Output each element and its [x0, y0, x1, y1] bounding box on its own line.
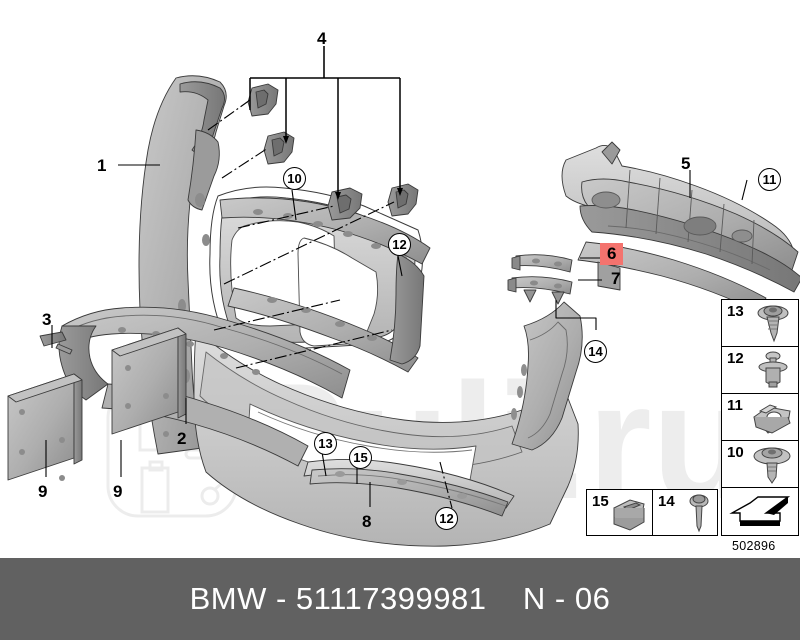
callout-3[interactable]: 3: [42, 310, 52, 329]
legend-cell-11[interactable]: 11: [722, 394, 798, 441]
legend-cell-10[interactable]: 10: [722, 441, 798, 488]
callout-8[interactable]: 8: [362, 512, 372, 531]
callout-1[interactable]: 1: [97, 156, 107, 175]
legend-cell-arrow[interactable]: [722, 488, 798, 535]
callout-12-bottom[interactable]: 12: [435, 507, 458, 530]
callout-11[interactable]: 11: [758, 168, 781, 191]
callout-14[interactable]: 14: [584, 340, 607, 363]
callout-13[interactable]: 13: [314, 432, 337, 455]
hex-bolt-icon: [689, 494, 709, 532]
legend-number-13: 13: [727, 303, 744, 320]
footer-part-label: BMW - 51117399981 N - 06: [189, 581, 611, 616]
legend-cell-15[interactable]: 15: [587, 490, 653, 535]
legend-number-14: 14: [658, 493, 675, 510]
legend-cell-14[interactable]: 14: [653, 490, 717, 535]
diagram-canvas: Ruli.ru: [7, 29, 800, 553]
callout-7[interactable]: 7: [611, 269, 621, 288]
callout-9-left[interactable]: 9: [38, 482, 48, 501]
callout-15[interactable]: 15: [349, 446, 372, 469]
callout-12-top[interactable]: 12: [388, 233, 411, 256]
direction-arrow-icon: [729, 495, 791, 526]
callout-2[interactable]: 2: [177, 429, 187, 448]
legend-row: 15 14: [586, 489, 718, 536]
diagram-line-art: [7, 46, 800, 547]
legend-number-12: 12: [727, 350, 744, 367]
callout-5[interactable]: 5: [681, 154, 691, 173]
legend-cell-13[interactable]: 13: [722, 300, 798, 347]
footer-bar: BMW - 51117399981 N - 06: [0, 558, 800, 640]
callout-4[interactable]: 4: [317, 29, 327, 48]
legend-number-11: 11: [727, 397, 743, 414]
screw-with-washer-head-icon: [757, 305, 789, 343]
expanding-rivet-icon: [758, 351, 788, 388]
diagram-reference-number: 502896: [732, 539, 776, 553]
clip-nut-icon: [613, 498, 645, 531]
callout-10[interactable]: 10: [283, 167, 306, 190]
legend-number-15: 15: [592, 493, 609, 510]
large-head-screw-icon: [753, 447, 791, 484]
legend-column: 13 12 11: [721, 299, 799, 536]
spring-clip-nut-icon: [753, 404, 791, 434]
callout-9-right[interactable]: 9: [113, 482, 123, 501]
legend-cell-12[interactable]: 12: [722, 347, 798, 394]
legend-number-10: 10: [727, 444, 744, 461]
callout-6-highlighted[interactable]: 6: [600, 243, 624, 265]
